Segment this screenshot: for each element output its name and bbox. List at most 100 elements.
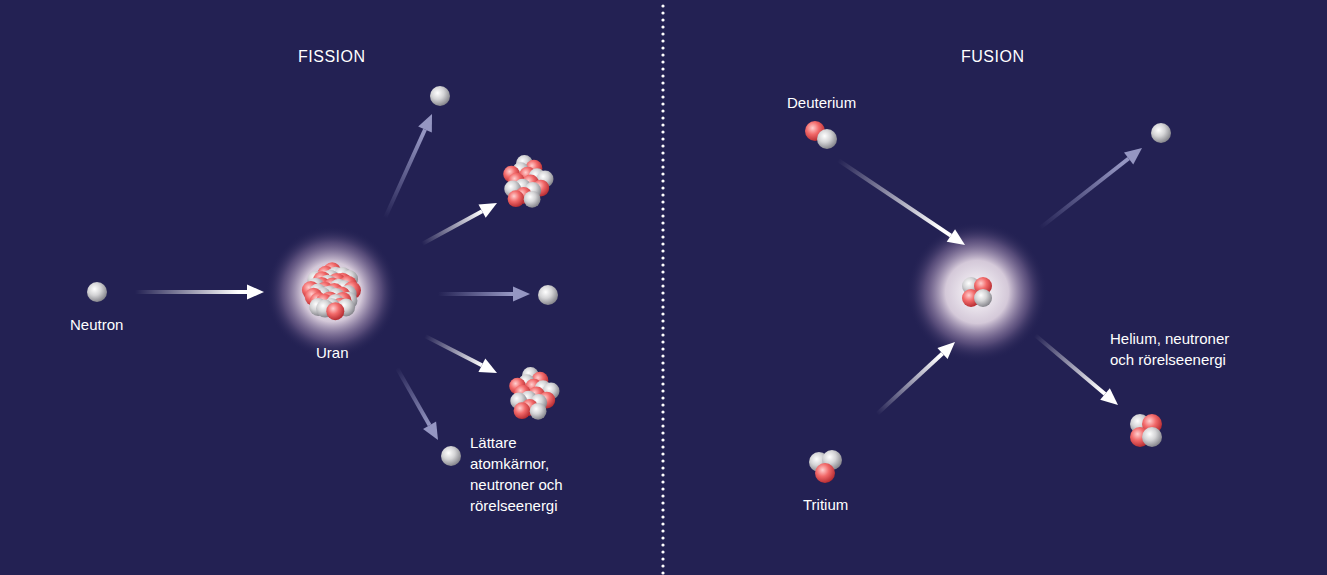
divider-dot [661, 536, 664, 539]
arrow-head [937, 342, 955, 359]
divider-dot [661, 557, 664, 560]
divider-dot [661, 298, 664, 301]
divider-dot [661, 410, 664, 413]
divider-dot [661, 340, 664, 343]
neutron [441, 446, 461, 466]
energy-glow [266, 222, 1047, 362]
divider-dot [661, 144, 664, 147]
divider-dot [661, 347, 664, 350]
divider-dot [661, 515, 664, 518]
arrow-head [478, 359, 497, 373]
divider-dot [661, 466, 664, 469]
divider-dot [661, 186, 664, 189]
divider-dot [661, 396, 664, 399]
divider-dot [661, 291, 664, 294]
divider-dot [661, 417, 664, 420]
nucleon [514, 402, 531, 419]
divider-dot [661, 60, 664, 63]
divider-dot [661, 487, 664, 490]
divider-dot [661, 494, 664, 497]
arrow-head [247, 285, 264, 300]
divider-dot [661, 284, 664, 287]
fusion-glow [907, 222, 1047, 362]
divider-dot [661, 459, 664, 462]
divider-dot [661, 564, 664, 567]
divider-dot [661, 25, 664, 28]
divider-dot [661, 319, 664, 322]
arrow-shaft [1035, 335, 1105, 394]
divider-dot [661, 116, 664, 119]
product-note: Lättare atomkärnor, neutroner och rörels… [470, 432, 585, 516]
divider-dot [661, 109, 664, 112]
particle-label: Tritium [803, 494, 848, 515]
divider-dot [661, 18, 664, 21]
divider-dots [661, 4, 664, 574]
neutron [1151, 123, 1171, 143]
divider-dot [661, 333, 664, 336]
divider-dot [661, 452, 664, 455]
nucleon [524, 191, 541, 208]
divider-dot [661, 326, 664, 329]
divider-dot [661, 438, 664, 441]
divider-dot [661, 354, 664, 357]
divider-dot [661, 431, 664, 434]
divider-dot [661, 67, 664, 70]
divider-dot [661, 277, 664, 280]
neutron [538, 285, 558, 305]
divider-dot [661, 172, 664, 175]
divider-dot [661, 571, 664, 574]
light-nucleus [503, 155, 553, 208]
divider-dot [661, 53, 664, 56]
divider-dot [661, 242, 664, 245]
divider-dot [661, 193, 664, 196]
particle-label: Uran [316, 342, 349, 363]
divider-dot [661, 228, 664, 231]
divider-dot [661, 249, 664, 252]
arrow-head [418, 114, 432, 133]
divider-dot [661, 522, 664, 525]
particle-label: Deuterium [787, 92, 856, 113]
divider-dot [661, 382, 664, 385]
arrow-shaft [1040, 158, 1129, 228]
divider-dot [661, 11, 664, 14]
arrow-shaft [397, 368, 430, 425]
divider-dot [661, 221, 664, 224]
divider-dot [661, 263, 664, 266]
motion-arrows [135, 114, 1142, 440]
neutron [817, 129, 837, 149]
arrow-shaft [135, 290, 247, 294]
nucleon [508, 190, 525, 207]
neutron [974, 289, 992, 307]
neutron [1142, 427, 1162, 447]
divider-dot [661, 200, 664, 203]
particles [87, 86, 1171, 483]
divider-dot [661, 88, 664, 91]
divider-dot [661, 158, 664, 161]
divider-dot [661, 214, 664, 217]
divider-dot [661, 361, 664, 364]
nucleon [326, 302, 344, 320]
divider-dot [661, 46, 664, 49]
divider-dot [661, 256, 664, 259]
divider-dot [661, 403, 664, 406]
arrow-head [513, 287, 530, 302]
arrow-head [1124, 148, 1142, 164]
uranium-nucleus [302, 262, 361, 320]
divider-dot [661, 130, 664, 133]
divider-dot [661, 375, 664, 378]
divider-dot [661, 179, 664, 182]
arrow-shaft [422, 211, 482, 244]
arrow-shaft [877, 354, 943, 414]
arrow-head [1100, 388, 1118, 405]
arrow-head [947, 229, 965, 245]
divider-dot [661, 207, 664, 210]
neutron [430, 86, 450, 106]
divider-dot [661, 501, 664, 504]
divider-dot [661, 165, 664, 168]
divider-dot [661, 473, 664, 476]
divider-dot [661, 529, 664, 532]
arrow-shaft [438, 292, 513, 296]
light-nucleus [509, 367, 559, 420]
